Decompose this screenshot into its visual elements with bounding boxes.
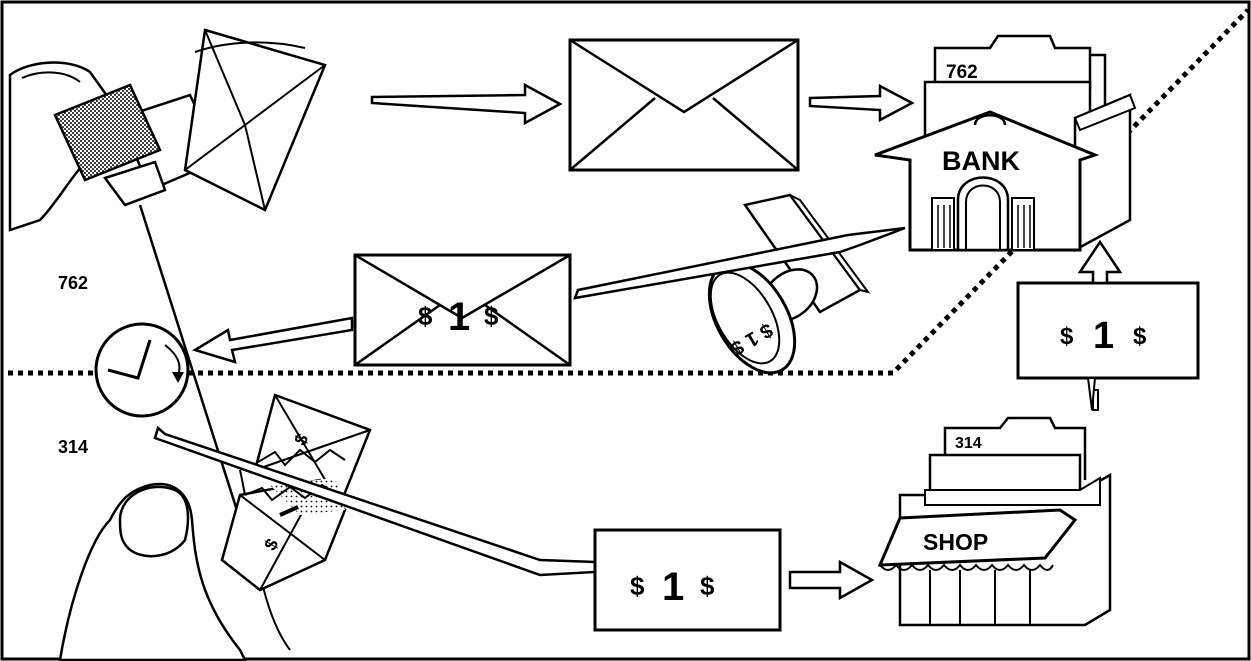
- arrow-to-bank: [808, 83, 915, 123]
- arrow-to-envelope: [370, 82, 563, 126]
- bank-label: BANK: [942, 146, 1020, 176]
- money-dollar-left: $: [630, 571, 645, 601]
- open-envelope-icon: [183, 28, 327, 212]
- bank-folder-number: 762: [946, 62, 978, 83]
- deposit-one: 1: [1093, 315, 1114, 357]
- arrow-to-money: [153, 425, 597, 577]
- signed-envelope-icon: [353, 253, 572, 367]
- envelope-dollar-left: $: [418, 301, 433, 331]
- deposit-dollar-right: $: [1133, 323, 1147, 350]
- arrow-bank-to-stamp: [573, 226, 906, 300]
- shop-folder-number: 314: [955, 435, 982, 452]
- party-number-top: 762: [58, 273, 88, 293]
- bank-building: [874, 34, 1137, 253]
- money-dollar-right: $: [700, 571, 715, 601]
- envelope-dollar-right: $: [484, 301, 499, 331]
- deposit-money-note: [1016, 281, 1200, 411]
- money-note: [593, 528, 782, 632]
- bottom-hand-illustration: [58, 469, 291, 661]
- shop-label: SHOP: [923, 529, 988, 555]
- deposit-dollar-left: $: [1060, 323, 1074, 350]
- arrow-to-shop: [788, 559, 875, 601]
- envelope-one: 1: [448, 295, 470, 339]
- arrow-envelope-to-clock: [191, 316, 354, 364]
- shop-building: [877, 416, 1112, 627]
- clock-icon: [94, 322, 190, 418]
- bank-folder: [933, 34, 1092, 90]
- sealed-envelope-icon: [568, 38, 800, 172]
- party-number-bottom: 314: [58, 437, 88, 457]
- arrow-deposit-to-bank: [1077, 239, 1123, 285]
- rubber-stamp-icon: $ 1 $: [707, 193, 871, 375]
- signature-line: [138, 204, 242, 521]
- money-one: 1: [662, 565, 684, 609]
